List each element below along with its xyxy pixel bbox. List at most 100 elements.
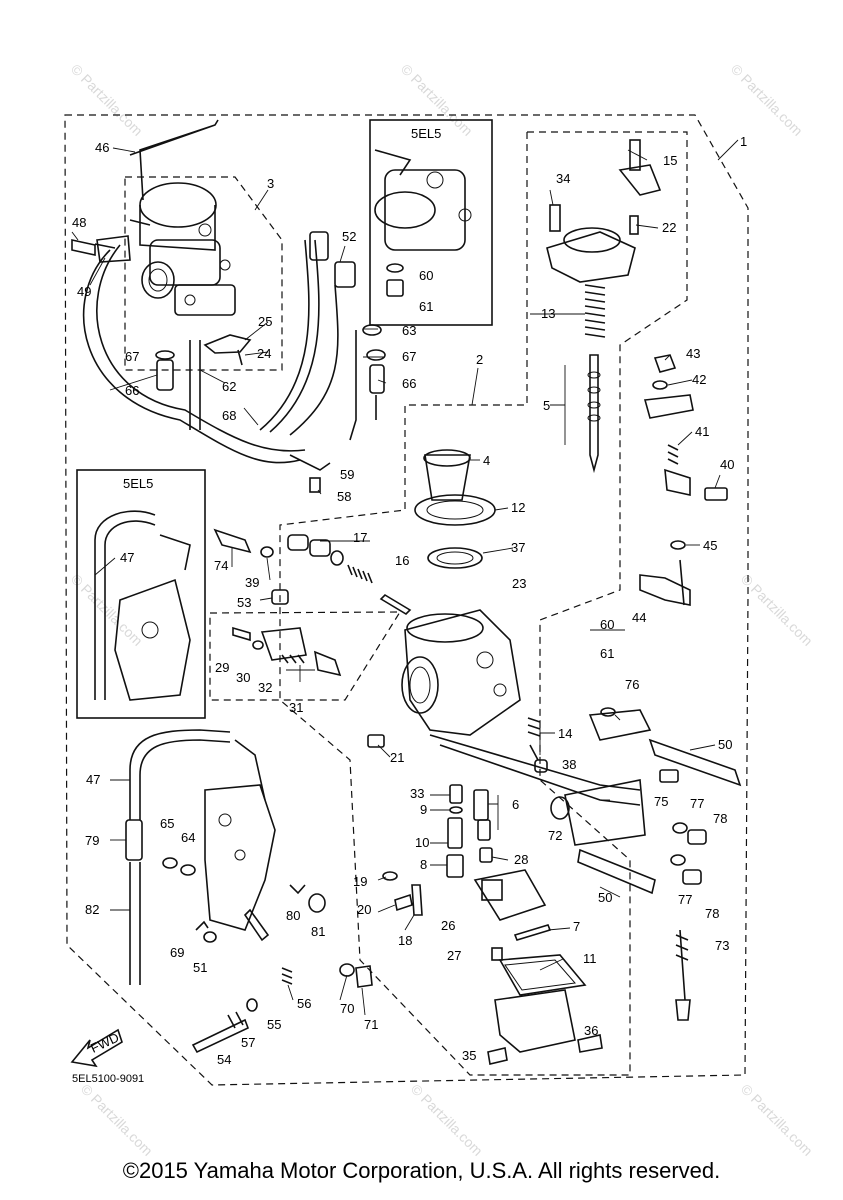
callout-33: 33 bbox=[410, 786, 424, 801]
callout-82: 82 bbox=[85, 902, 99, 917]
callout-2: 2 bbox=[476, 352, 483, 367]
washer-77-top bbox=[672, 822, 688, 834]
needle-5 bbox=[589, 354, 599, 474]
bushing-78-bottom bbox=[682, 869, 702, 885]
screw-35 bbox=[487, 1047, 508, 1065]
spring-31 bbox=[281, 654, 305, 664]
callout-4: 4 bbox=[483, 453, 490, 468]
callout-17: 17 bbox=[353, 530, 367, 545]
carburetor-body-upper bbox=[129, 182, 236, 316]
washer-51 bbox=[203, 931, 217, 943]
callout-7: 7 bbox=[573, 919, 580, 934]
callout-49: 49 bbox=[77, 284, 91, 299]
callout-78-top: 78 bbox=[713, 811, 727, 826]
spring-41 bbox=[667, 444, 679, 465]
callout-8: 8 bbox=[420, 857, 427, 872]
drain-hose-62 bbox=[189, 340, 201, 430]
callout-37: 37 bbox=[511, 540, 525, 555]
left-components bbox=[209, 528, 412, 701]
callout-77-top: 77 bbox=[690, 796, 704, 811]
spring-56 bbox=[281, 967, 293, 985]
callout-42: 42 bbox=[692, 372, 706, 387]
bracket-plate bbox=[204, 784, 276, 931]
cap-38 bbox=[534, 759, 548, 773]
callout-labels: 1 2 3 4 5 6 7 8 9 10 11 12 13 14 15 16 1… bbox=[72, 134, 747, 1067]
vent-hose-2 bbox=[96, 244, 306, 452]
callout-26: 26 bbox=[441, 918, 455, 933]
fitting-74 bbox=[213, 528, 252, 554]
callout-30: 30 bbox=[236, 670, 250, 685]
diagram-code: 5EL5100-9091 bbox=[72, 1073, 145, 1085]
nut-71 bbox=[355, 965, 373, 988]
callout-71: 71 bbox=[364, 1017, 378, 1032]
fitting-49 bbox=[96, 235, 131, 263]
callout-36: 36 bbox=[584, 1023, 598, 1038]
bolt-50-lower bbox=[577, 848, 656, 895]
callout-6: 6 bbox=[512, 797, 519, 812]
callout-25: 25 bbox=[258, 314, 272, 329]
lever bbox=[643, 394, 694, 419]
callout-19: 19 bbox=[353, 874, 367, 889]
callout-22: 22 bbox=[662, 220, 676, 235]
subassembly-outline bbox=[279, 131, 688, 1076]
callout-24: 24 bbox=[257, 346, 271, 361]
bracket-24-25 bbox=[203, 334, 252, 366]
pin-7 bbox=[513, 924, 552, 941]
callout-53: 53 bbox=[237, 595, 251, 610]
inset-left-internals bbox=[94, 510, 191, 701]
callout-15: 15 bbox=[663, 153, 677, 168]
callout-67-right: 67 bbox=[402, 349, 416, 364]
washer-55 bbox=[246, 998, 258, 1012]
callout-35: 35 bbox=[462, 1048, 476, 1063]
spring-13 bbox=[584, 284, 606, 338]
bolt-40 bbox=[704, 487, 728, 501]
callout-59: 59 bbox=[340, 467, 354, 482]
plug-21 bbox=[367, 734, 385, 748]
washer-67-right bbox=[366, 349, 386, 361]
callout-9: 9 bbox=[420, 802, 427, 817]
callout-43: 43 bbox=[686, 346, 700, 361]
spacer-72 bbox=[550, 796, 570, 820]
inset-box-left bbox=[76, 469, 206, 719]
callout-73: 73 bbox=[715, 938, 729, 953]
callout-48: 48 bbox=[72, 215, 86, 230]
bracket-76 bbox=[588, 709, 652, 741]
callout-3: 3 bbox=[267, 176, 274, 191]
callout-67-left: 67 bbox=[125, 349, 139, 364]
callout-78-bottom: 78 bbox=[705, 906, 719, 921]
plate bbox=[564, 779, 646, 846]
bolt-50-upper bbox=[648, 738, 742, 787]
bushing-78-top bbox=[687, 829, 707, 845]
lower-left-group bbox=[125, 729, 373, 1054]
callout-28: 28 bbox=[514, 852, 528, 867]
fwd-arrow-icon: FWD bbox=[70, 1028, 123, 1068]
leader-lines bbox=[71, 139, 739, 1016]
cover-32 bbox=[260, 627, 307, 661]
washer-45 bbox=[670, 540, 686, 550]
callout-81: 81 bbox=[311, 924, 325, 939]
hose-47 bbox=[129, 729, 231, 820]
callout-77-bottom: 77 bbox=[678, 892, 692, 907]
callout-65: 65 bbox=[160, 816, 174, 831]
watermark: © Partzilla.com bbox=[78, 1081, 156, 1159]
callout-66-right: 66 bbox=[402, 376, 416, 391]
spring-57 bbox=[227, 1011, 244, 1029]
washer-65 bbox=[162, 857, 178, 869]
oring-9 bbox=[449, 806, 463, 814]
cable-46 bbox=[129, 119, 219, 201]
washer-63 bbox=[362, 324, 382, 336]
watermark-group: © Partzilla.com © Partzilla.com © Partzi… bbox=[68, 61, 816, 1159]
jet-10 bbox=[447, 817, 463, 849]
callout-12: 12 bbox=[511, 500, 525, 515]
bowl bbox=[494, 989, 576, 1053]
vent-hose bbox=[82, 249, 301, 464]
spring-14 bbox=[527, 717, 541, 761]
callout-66-left: 66 bbox=[125, 383, 139, 398]
callout-31: 31 bbox=[289, 700, 303, 715]
callout-56: 56 bbox=[297, 996, 311, 1011]
callout-51: 51 bbox=[193, 960, 207, 975]
callout-68: 68 bbox=[222, 408, 236, 423]
callout-76: 76 bbox=[625, 677, 639, 692]
callout-60-right: 60 bbox=[600, 617, 614, 632]
